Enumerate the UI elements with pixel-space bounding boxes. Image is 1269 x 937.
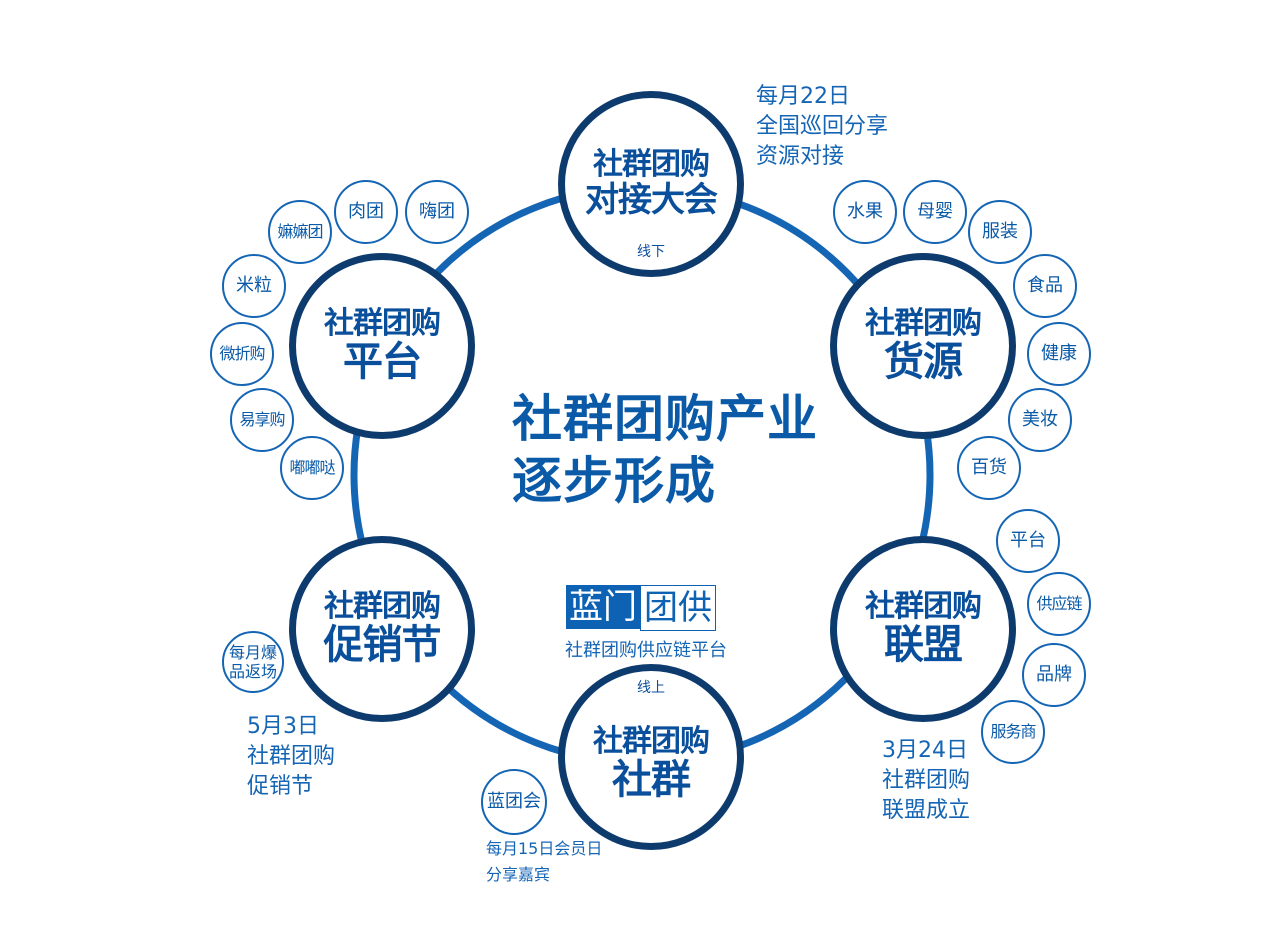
brand-logo-part2: 团供 <box>640 585 716 631</box>
note-festival-line: 5月3日 <box>247 714 319 739</box>
hub-alliance: 社群团购 联盟 <box>830 536 1016 722</box>
hub-conference-line2: 对接大会 <box>585 179 718 220</box>
note-conference: 每月22日 全国巡回分享 资源对接 <box>756 82 888 172</box>
hub-platform-line2: 平台 <box>343 338 422 385</box>
note-alliance-line: 社群团购 <box>882 767 971 793</box>
bubble-alliance-3: 服务商 <box>981 700 1045 764</box>
hub-alliance-line1: 社群团购 <box>865 589 982 625</box>
hub-community-tag: 线上 <box>637 680 665 696</box>
hub-conference-tag: 线下 <box>637 243 665 260</box>
bubble-platform-2: 嫲嫲团 <box>268 200 332 264</box>
bubble-platform-6: 嘟嘟哒 <box>280 436 344 500</box>
hub-festival-line2: 促销节 <box>323 621 442 668</box>
bubble-platform-1: 嗨团 <box>405 180 469 244</box>
note-festival: 5月3日 社群团购 促销节 <box>247 712 335 802</box>
bubble-goods-5: 美妆 <box>1008 388 1072 452</box>
bubble-goods-4: 健康 <box>1027 322 1091 386</box>
hub-festival: 社群团购 促销节 <box>289 536 475 722</box>
hub-conference-line1: 社群团购 <box>593 147 710 183</box>
bubble-platform-4: 微折购 <box>210 322 274 386</box>
hub-goods-line1: 社群团购 <box>865 306 982 342</box>
note-alliance-line: 3月24日 <box>882 738 968 763</box>
hub-platform-line1: 社群团购 <box>324 306 441 342</box>
note-community: 每月15日会员日 分享嘉宾 <box>486 836 602 887</box>
center-title: 社群团购产业 逐步形成 <box>512 388 818 512</box>
bubble-goods-3: 食品 <box>1013 254 1077 318</box>
center-title-line1: 社群团购产业 <box>512 390 818 448</box>
hub-community-line1: 社群团购 <box>593 724 710 760</box>
brand-logo-part1: 蓝门 <box>566 585 640 629</box>
note-alliance: 3月24日 社群团购 联盟成立 <box>882 736 970 826</box>
bubble-goods-6: 百货 <box>957 436 1021 500</box>
hub-conference: 社群团购 对接大会 线下 <box>558 91 744 277</box>
bubble-community-0: 蓝团会 <box>481 769 547 835</box>
bubble-alliance-1: 供应链 <box>1027 572 1091 636</box>
hub-goods-line2: 货源 <box>884 338 963 385</box>
hub-community-line2: 社群 <box>612 756 691 803</box>
note-community-line: 每月15日会员日 <box>486 839 603 858</box>
bubble-platform-3: 米粒 <box>222 254 286 318</box>
note-alliance-line: 联盟成立 <box>882 797 971 823</box>
bubble-alliance-2: 品牌 <box>1022 643 1086 707</box>
note-conference-line: 全国巡回分享 <box>756 113 889 139</box>
hub-festival-line1: 社群团购 <box>324 589 441 625</box>
bubble-goods-1: 母婴 <box>903 180 967 244</box>
bubble-festival-0: 每月爆品返场 <box>222 631 284 693</box>
bubble-alliance-0: 平台 <box>996 509 1060 573</box>
hub-goods: 社群团购 货源 <box>830 253 1016 439</box>
note-festival-line: 社群团购 <box>247 743 336 769</box>
bubble-platform-0: 肉团 <box>334 180 398 244</box>
center-title-line2: 逐步形成 <box>512 452 716 510</box>
note-conference-line: 资源对接 <box>756 143 845 169</box>
hub-community: 线上 社群团购 社群 <box>558 664 744 850</box>
note-conference-line: 每月22日 <box>756 84 850 109</box>
bubble-goods-0: 水果 <box>833 180 897 244</box>
hub-platform: 社群团购 平台 <box>289 253 475 439</box>
bubble-platform-5: 易享购 <box>230 388 294 452</box>
note-festival-line: 促销节 <box>247 773 314 799</box>
brand-logo: 蓝门 团供 <box>566 585 716 631</box>
hub-alliance-line2: 联盟 <box>884 621 963 668</box>
brand-subtitle: 社群团购供应链平台 <box>565 640 727 661</box>
bubble-goods-2: 服装 <box>968 200 1032 264</box>
note-community-line: 分享嘉宾 <box>486 864 551 884</box>
